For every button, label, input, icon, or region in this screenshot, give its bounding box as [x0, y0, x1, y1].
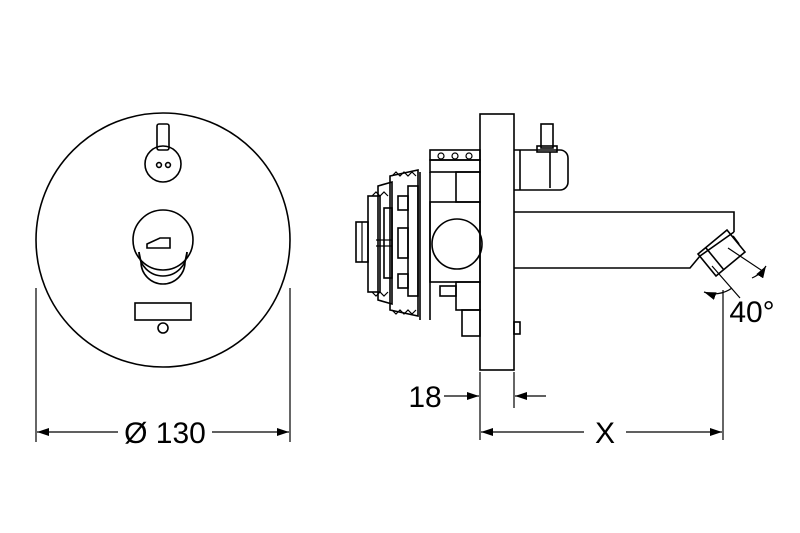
mounting-cartridge	[355, 169, 419, 317]
display-window	[134, 302, 192, 334]
projection-label: X	[595, 417, 615, 450]
fixing-pin	[513, 321, 521, 335]
mixing-handle	[132, 209, 194, 285]
cover-plate-side	[479, 113, 515, 371]
projection-dimension	[481, 290, 724, 440]
side-view	[355, 113, 767, 440]
angle-dimension	[703, 247, 767, 300]
diameter-dimension	[35, 288, 291, 442]
angle-label: 40°	[729, 296, 774, 329]
front-view	[35, 112, 291, 442]
valve-body	[419, 149, 483, 337]
spout	[514, 211, 747, 278]
diverter-knob	[144, 123, 182, 183]
diverter-pin-side	[514, 123, 569, 191]
diameter-label: Ø 130	[124, 417, 206, 450]
wall-depth-label: 18	[408, 381, 441, 414]
cover-plate-outline	[35, 112, 291, 368]
wall-depth-dimension	[444, 372, 546, 440]
